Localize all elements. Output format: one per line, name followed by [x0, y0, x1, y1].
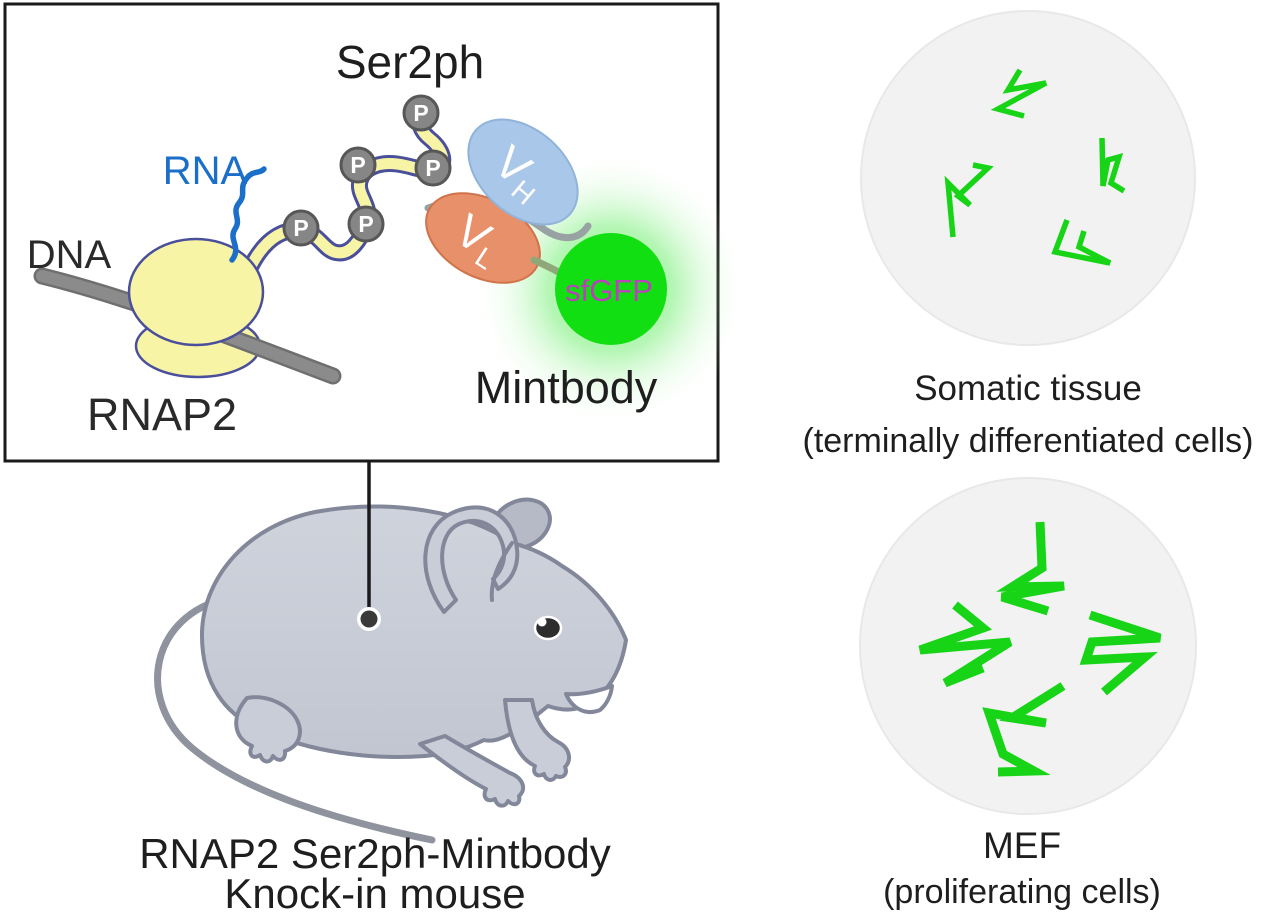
dna-label: DNA [27, 233, 112, 277]
phosphate-label: P [358, 211, 373, 237]
somatic-cell-circle [860, 10, 1196, 346]
phosphate-circle [402, 94, 440, 132]
phosphate-group: P P P P P [282, 94, 452, 247]
mouse-ear-fold-line [489, 541, 514, 602]
phosphate-label: P [425, 155, 440, 181]
fluorescence-signal-shape [944, 162, 994, 238]
mouse-eye-highlight [537, 617, 547, 627]
mouse-hind-leg [418, 734, 526, 808]
mouse-tail [154, 594, 436, 844]
fluorescence-signal-shape [982, 682, 1066, 777]
mouse-rear-paw [234, 695, 302, 764]
phosphate-circle [414, 149, 452, 187]
sfgfp-circle [555, 233, 667, 345]
fluorescence-signal-shape [995, 521, 1065, 616]
mouse-caption-line2: Knock-in mouse [224, 870, 525, 917]
somatic-title: Somatic tissue [914, 369, 1142, 408]
mouse-caption-line1: RNAP2 Ser2ph-Mintbody [139, 830, 611, 877]
phosphate-badge: P [414, 149, 452, 187]
phosphate-label: P [413, 100, 428, 126]
injection-dot [360, 610, 378, 628]
mef-subtitle: (proliferating cells) [883, 873, 1161, 911]
vh-domain [467, 118, 579, 226]
fluorescence-signal-shape [990, 68, 1048, 119]
phosphate-badge: P [402, 94, 440, 132]
ser2ph-title: Ser2ph [336, 36, 484, 88]
phosphate-badge: P [282, 209, 320, 247]
mef-title: MEF [983, 825, 1061, 866]
mouse-front-paw [503, 698, 572, 782]
rnap2-label: RNAP2 [87, 389, 237, 440]
phosphate-label: P [293, 215, 308, 241]
fluorescence-signal-shape [1079, 610, 1162, 696]
rna-transcript [229, 166, 267, 263]
phosphate-badge: P [347, 205, 385, 243]
mouse-near-ear [423, 505, 520, 614]
phosphate-circle [282, 209, 320, 247]
somatic-fluorescence-signals [944, 68, 1126, 266]
mef-panel: MEF (proliferating cells) [859, 477, 1197, 911]
mef-fluorescence-signals [918, 521, 1162, 777]
phosphate-circle [347, 205, 385, 243]
sfgfp-label: sfGFP [565, 273, 653, 308]
mef-cell-circle [859, 477, 1197, 815]
mintbody-label: Mintbody [475, 362, 658, 413]
vh-ellipse [467, 118, 579, 226]
mouse-illustration [154, 497, 628, 844]
mouse-mouth [564, 684, 614, 714]
fluorescence-signal-shape [1099, 137, 1126, 194]
phosphate-badge: P [339, 146, 377, 184]
phosphate-label: P [350, 152, 365, 178]
somatic-subtitle: (terminally differentiated cells) [803, 422, 1254, 460]
rna-label: RNA [163, 149, 248, 193]
rnap2-main-lobe [127, 237, 265, 347]
fluorescence-signal-shape [1051, 219, 1112, 266]
fluorescence-signal-shape [918, 601, 1013, 688]
phosphate-circle [339, 146, 377, 184]
somatic-panel: Somatic tissue (terminally differentiate… [803, 10, 1254, 460]
